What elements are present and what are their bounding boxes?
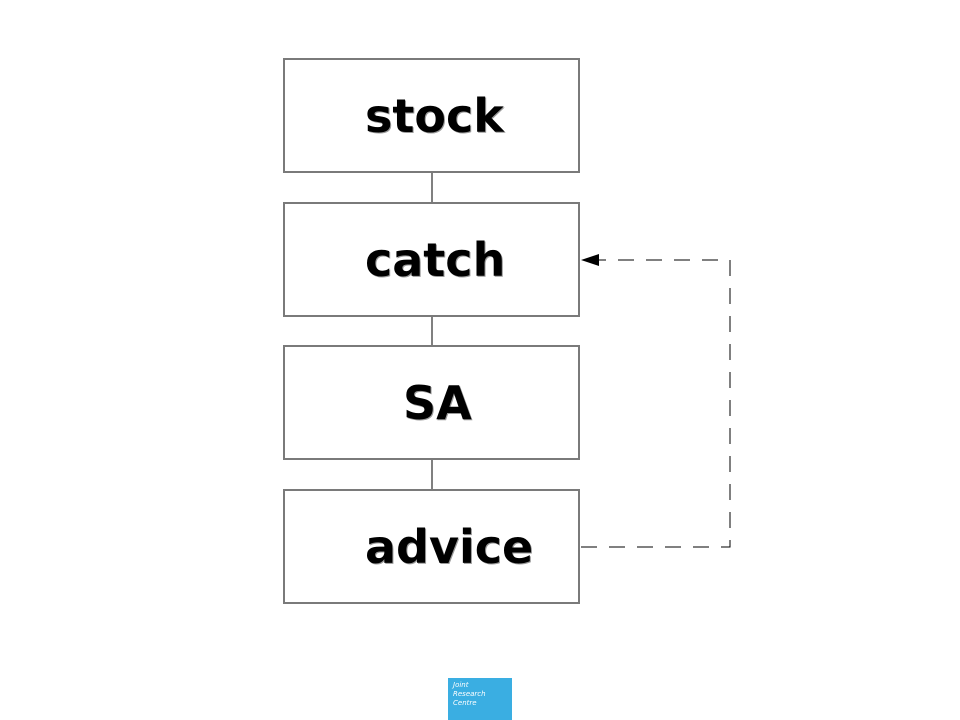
logo-line: Centre <box>453 699 477 707</box>
logo-line: Research <box>453 690 486 698</box>
jrc-logo: Joint Research Centre <box>448 678 512 720</box>
box-catch: catch <box>283 202 580 317</box>
box-advice: advice <box>283 489 580 604</box>
box-label-stock: stock <box>365 88 504 143</box>
logo-text: Joint Research Centre <box>453 681 486 708</box>
box-label-advice: advice <box>365 519 534 574</box>
box-sa: SA <box>283 345 580 460</box>
box-label-catch: catch <box>365 232 506 287</box>
box-stock: stock <box>283 58 580 173</box>
feedback-arrowhead <box>581 254 599 266</box>
logo-line: Joint <box>453 681 469 689</box>
feedback-dashed-line <box>581 259 731 548</box>
box-label-sa: SA <box>403 375 472 430</box>
